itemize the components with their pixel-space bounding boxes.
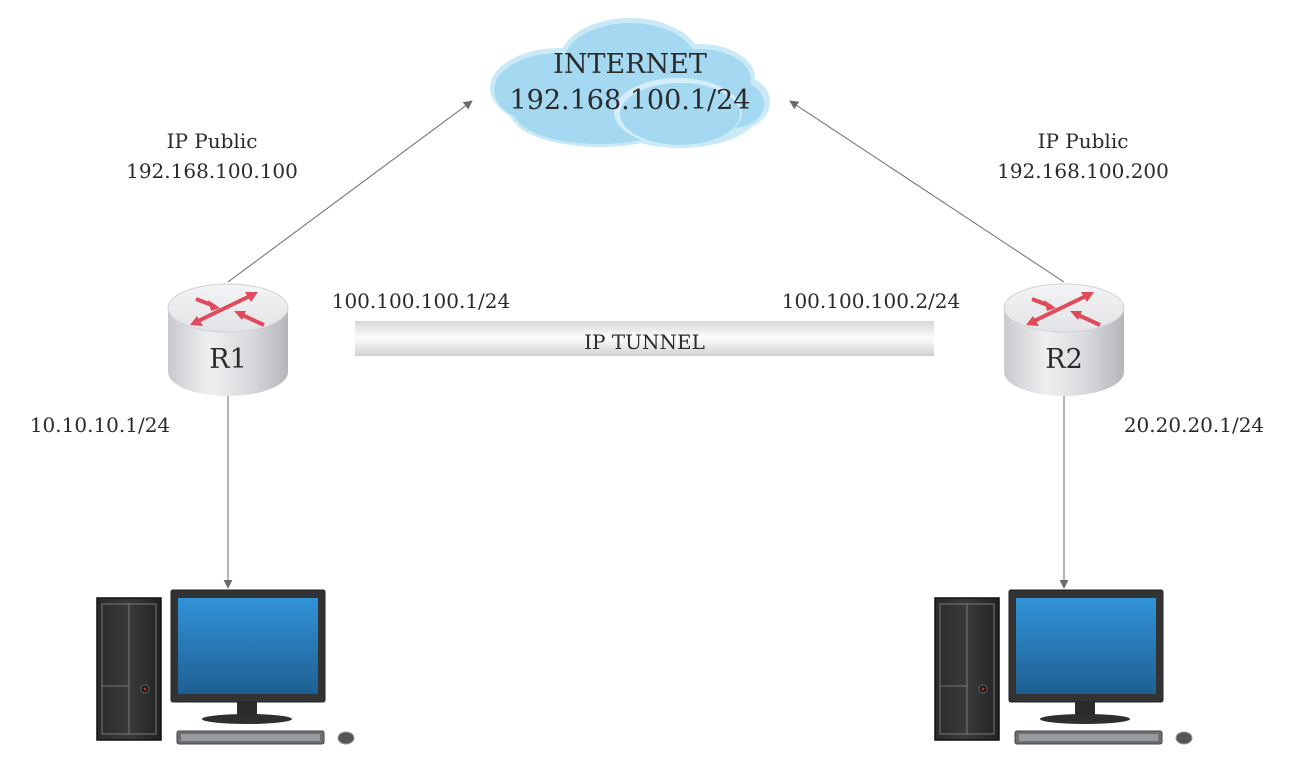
r2-name: R2 <box>1045 344 1083 375</box>
r2-public-label: IP Public <box>1037 129 1129 153</box>
r1-tunnel-ip: 100.100.100.1/24 <box>331 289 511 313</box>
r2-lan-ip: 20.20.20.1/24 <box>1123 413 1265 437</box>
r1-public-ip: 192.168.100.100 <box>126 159 298 183</box>
router-r2-icon <box>1003 283 1125 396</box>
r2-internet-link <box>789 100 1065 283</box>
pc1-tower-icon <box>96 597 162 741</box>
router-r1-icon <box>167 283 289 396</box>
pc2-tower-icon <box>934 597 1000 741</box>
r1-public-label: IP Public <box>166 129 258 153</box>
ip-tunnel-label: IP TUNNEL <box>584 330 705 354</box>
r1-internet-link <box>227 100 473 283</box>
pc2-computer-icon <box>934 589 1193 745</box>
ip-tunnel-pipe <box>355 321 934 356</box>
r1-lan-ip: 10.10.10.1/24 <box>29 413 171 437</box>
pc1-monitor-icon <box>170 589 326 724</box>
internet-address: 192.168.100.1/24 <box>509 85 751 116</box>
pc2-mouse-icon <box>1175 731 1193 745</box>
pc2-monitor-icon <box>1008 589 1164 724</box>
pc2-keyboard-icon <box>1014 730 1163 745</box>
internet-cloud-icon <box>490 18 770 148</box>
r1-name: R1 <box>209 344 247 375</box>
pc1-mouse-icon <box>337 731 355 745</box>
pc1-computer-icon <box>96 589 355 745</box>
pc1-keyboard-icon <box>176 730 325 745</box>
r2-public-ip: 192.168.100.200 <box>997 159 1169 183</box>
r2-tunnel-ip: 100.100.100.2/24 <box>781 289 961 313</box>
internet-title: INTERNET <box>553 49 707 80</box>
